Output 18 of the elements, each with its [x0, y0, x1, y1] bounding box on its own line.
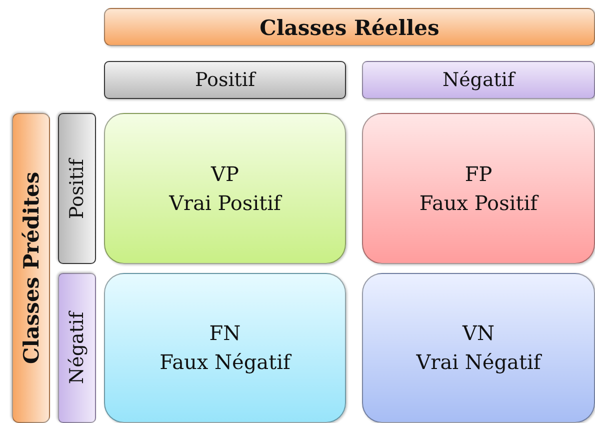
matrix-cell — [104, 273, 346, 423]
cell-abbreviation: VN — [462, 320, 494, 347]
cell-abbreviation: VP — [211, 160, 239, 188]
cell-abbreviation: FP — [464, 160, 492, 188]
cell-description: Faux Positif — [419, 190, 538, 216]
header-band: Classes Prédites — [12, 113, 50, 423]
cell-description: Vrai Négatif — [416, 349, 541, 376]
matrix-cell — [362, 113, 595, 264]
header-band: Négatif — [58, 273, 96, 423]
cell-description: Faux Négatif — [160, 349, 290, 376]
header-band: Négatif — [362, 61, 595, 99]
matrix-cell — [362, 273, 595, 423]
header-band: Positif — [58, 113, 96, 264]
cell-abbreviation: FN — [209, 320, 241, 347]
header-band: Positif — [104, 61, 346, 99]
header-band: Classes Réelles — [104, 8, 595, 46]
cell-description: Vrai Positif — [169, 190, 281, 216]
matrix-cell — [104, 113, 346, 264]
